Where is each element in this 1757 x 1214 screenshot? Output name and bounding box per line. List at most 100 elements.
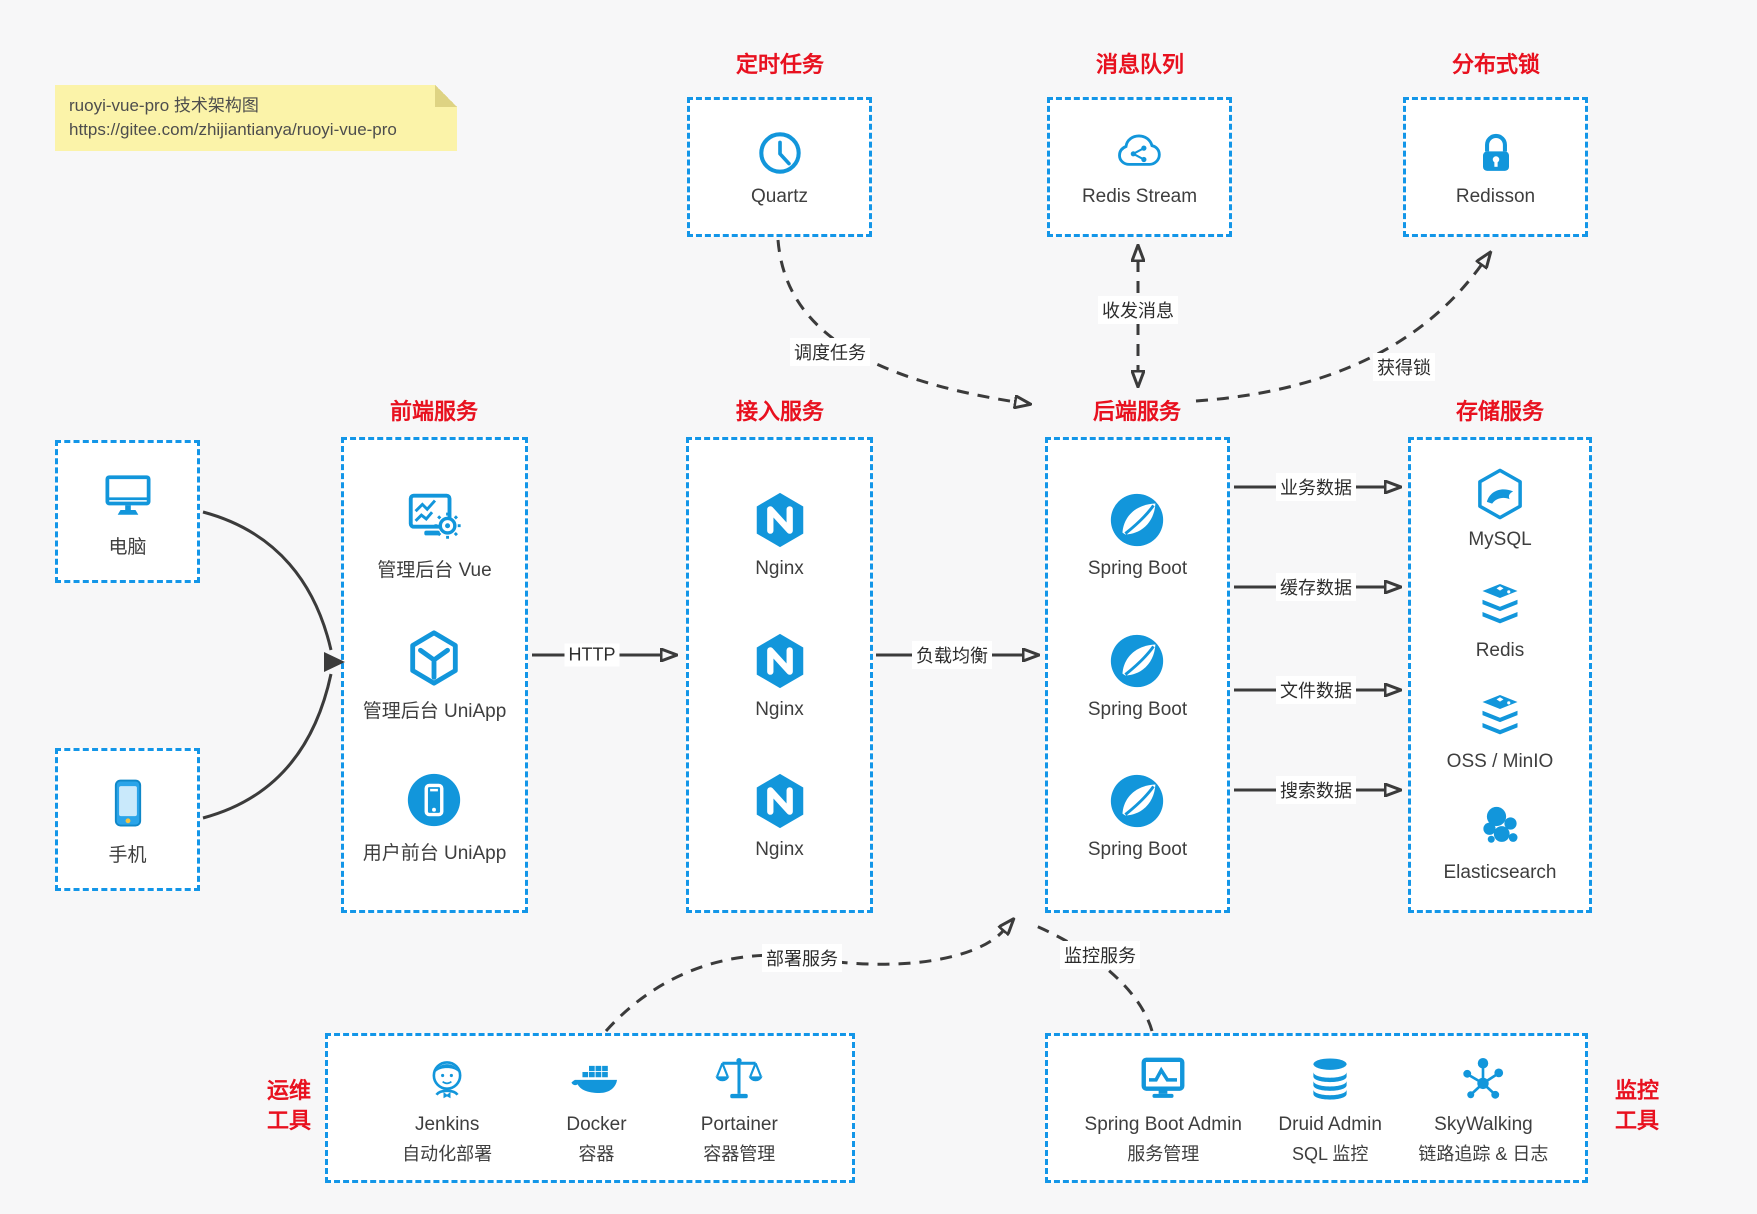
admin-vue-icon xyxy=(403,486,465,548)
spring-boot-icon xyxy=(1106,630,1168,692)
skywalking-desc: 链路追踪 & 日志 xyxy=(1418,1143,1549,1164)
list-item: Spring Boot xyxy=(1088,770,1187,861)
edge-label-http: HTTP xyxy=(564,643,620,667)
group-title-frontend: 前端服务 xyxy=(389,399,479,424)
list-item: Spring Boot Admin 服务管理 xyxy=(1085,1051,1242,1166)
list-item: Nginx xyxy=(749,770,811,861)
group-title-scheduled-task: 定时任务 xyxy=(735,52,825,77)
box-redis-stream: Redis Stream xyxy=(1047,97,1232,237)
portainer-desc: 容器管理 xyxy=(703,1143,776,1164)
edge-label-schedule-task: 调度任务 xyxy=(790,338,870,366)
mysql-label: MySQL xyxy=(1468,529,1532,550)
docker-label: Docker xyxy=(566,1113,627,1135)
sticky-note: ruoyi-vue-pro 技术架构图 https://gitee.com/zh… xyxy=(55,85,457,151)
spring-boot-icon xyxy=(1106,770,1168,832)
list-item: 用户前台 UniApp xyxy=(362,769,507,865)
list-item: Docker 容器 xyxy=(566,1051,627,1166)
lock-icon xyxy=(1470,127,1522,179)
nginx-label: Nginx xyxy=(755,558,804,580)
redis-icon xyxy=(1472,577,1528,633)
docker-desc: 容器 xyxy=(578,1143,615,1164)
sba-label: Spring Boot Admin xyxy=(1084,1113,1242,1135)
edge-label-load-balance: 负载均衡 xyxy=(912,641,992,669)
note-title: ruoyi-vue-pro 技术架构图 xyxy=(69,96,259,115)
list-item: 管理后台 Vue xyxy=(377,486,492,582)
redisson-label: Redisson xyxy=(1455,185,1536,207)
list-item: Portainer 容器管理 xyxy=(701,1051,778,1166)
mysql-icon xyxy=(1472,466,1528,522)
box-monitor-tools: Spring Boot Admin 服务管理 Druid Admin SQL 监… xyxy=(1045,1033,1588,1183)
edge-label-search-data: 搜索数据 xyxy=(1276,776,1356,804)
storage-stack-icon xyxy=(1472,688,1528,744)
list-item: 管理后台 UniApp xyxy=(362,627,507,723)
spring-boot-label: Spring Boot xyxy=(1087,558,1188,580)
box-redisson: Redisson xyxy=(1403,97,1588,237)
edge-label-acquire-lock: 获得锁 xyxy=(1373,353,1435,381)
group-title-backend: 后端服务 xyxy=(1092,399,1182,424)
sba-icon xyxy=(1135,1051,1191,1107)
list-item: Elasticsearch xyxy=(1444,799,1557,884)
box-quartz: Quartz xyxy=(687,97,872,237)
elasticsearch-label: Elasticsearch xyxy=(1443,862,1557,883)
group-title-message-queue: 消息队列 xyxy=(1095,52,1185,77)
nginx-icon xyxy=(749,630,811,692)
desktop-icon xyxy=(98,465,158,525)
edge-label-monitor-service: 监控服务 xyxy=(1060,941,1140,969)
docker-icon xyxy=(568,1051,624,1107)
list-item: OSS / MinIO xyxy=(1446,688,1554,773)
spring-boot-label: Spring Boot xyxy=(1087,698,1188,720)
portainer-icon xyxy=(711,1051,767,1107)
box-storage-services: MySQL Redis OSS / MinIO Elasticsearch xyxy=(1408,437,1592,913)
druid-desc: SQL 监控 xyxy=(1291,1143,1369,1164)
group-title-distributed-lock: 分布式锁 xyxy=(1451,52,1541,77)
nginx-icon xyxy=(749,489,811,551)
jenkins-desc: 自动化部署 xyxy=(402,1143,493,1164)
note-url: https://gitee.com/zhijiantianya/ruoyi-vu… xyxy=(69,120,397,139)
spring-boot-icon xyxy=(1106,489,1168,551)
edge-label-deploy-service: 部署服务 xyxy=(762,944,842,972)
box-gateway-services: Nginx Nginx Nginx xyxy=(686,437,873,913)
box-frontend-services: 管理后台 Vue 管理后台 UniApp 用户前台 UniApp xyxy=(341,437,528,913)
monitor-tools-side-label: 监控 工具 xyxy=(1600,1076,1674,1136)
mobile-label: 手机 xyxy=(108,844,147,866)
user-app-icon xyxy=(403,769,465,831)
druid-icon xyxy=(1302,1051,1358,1107)
user-uniapp-label: 用户前台 UniApp xyxy=(362,842,507,864)
skywalking-icon xyxy=(1455,1051,1511,1107)
list-item: Druid Admin SQL 监控 xyxy=(1278,1051,1382,1166)
edge-label-file-data: 文件数据 xyxy=(1276,676,1356,704)
redis-stream-label: Redis Stream xyxy=(1081,185,1198,207)
ops-label-line2: 工具 xyxy=(266,1108,311,1133)
spring-boot-label: Spring Boot xyxy=(1087,838,1188,860)
oss-minio-label: OSS / MinIO xyxy=(1446,751,1554,772)
list-item: Jenkins 自动化部署 xyxy=(402,1051,492,1166)
edge-label-cache-data: 缓存数据 xyxy=(1276,573,1356,601)
pc-label: 电脑 xyxy=(108,536,147,558)
elasticsearch-icon xyxy=(1472,799,1528,855)
jenkins-label: Jenkins xyxy=(414,1113,480,1135)
box-ops-tools: Jenkins 自动化部署 Docker 容器 Portainer 容器管理 xyxy=(325,1033,855,1183)
ops-tools-side-label: 运维 工具 xyxy=(252,1076,326,1136)
clock-icon xyxy=(754,127,806,179)
monitor-label-line2: 工具 xyxy=(1614,1108,1659,1133)
box-client-mobile: 手机 xyxy=(55,748,200,891)
list-item: Redis xyxy=(1472,577,1528,662)
list-item: Spring Boot xyxy=(1088,489,1187,580)
list-item: Nginx xyxy=(749,630,811,721)
cloud-share-icon xyxy=(1113,127,1165,179)
list-item: SkyWalking 链路追踪 & 日志 xyxy=(1418,1051,1548,1166)
portainer-label: Portainer xyxy=(700,1113,778,1135)
quartz-label: Quartz xyxy=(750,185,809,207)
group-title-gateway: 接入服务 xyxy=(735,399,825,424)
nginx-label: Nginx xyxy=(755,838,804,860)
ops-label-line1: 运维 xyxy=(266,1078,311,1103)
uniapp-cube-icon xyxy=(403,627,465,689)
admin-uniapp-label: 管理后台 UniApp xyxy=(362,701,507,722)
list-item: Nginx xyxy=(749,489,811,580)
smartphone-icon xyxy=(98,773,158,833)
box-client-pc: 电脑 xyxy=(55,440,200,583)
druid-label: Druid Admin xyxy=(1278,1113,1382,1135)
edge-label-send-receive-msg: 收发消息 xyxy=(1098,296,1178,324)
list-item: Spring Boot xyxy=(1088,630,1187,721)
